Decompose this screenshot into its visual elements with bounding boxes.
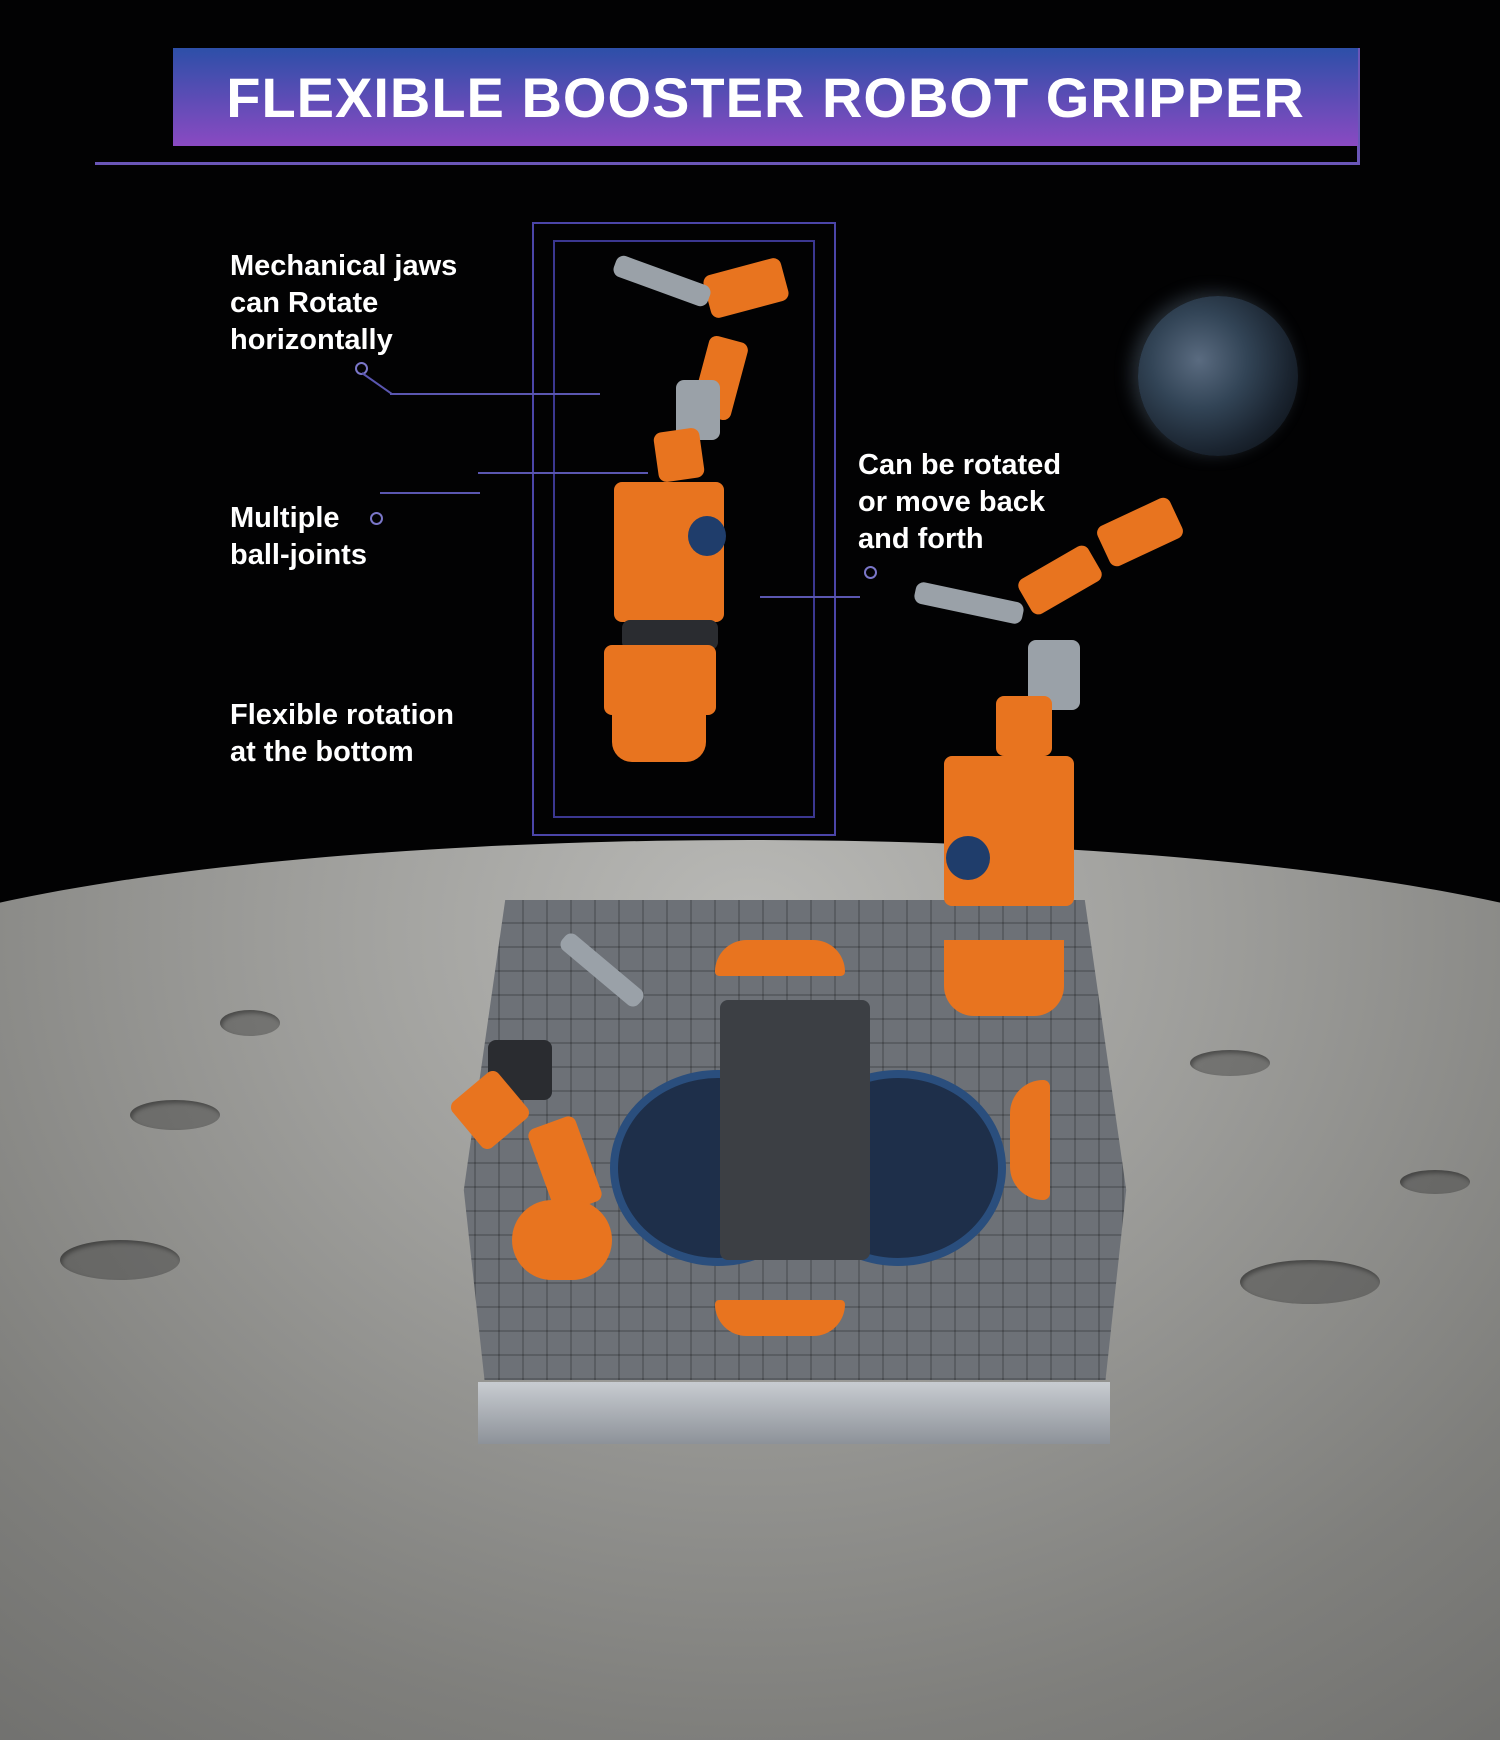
- callout-line: can Rotate: [230, 287, 379, 319]
- callout-line: Multiple: [230, 502, 340, 534]
- leader-line: [760, 596, 860, 598]
- space-background: [0, 0, 1500, 900]
- earth-planet: [1138, 296, 1298, 456]
- callout-dot-ball-joints: [370, 512, 383, 525]
- banner-fill: [173, 48, 1358, 146]
- center-tower: [720, 1000, 870, 1260]
- callout-line: at the bottom: [230, 736, 414, 768]
- callout-dot-rotate: [864, 566, 877, 579]
- banner-frame: [95, 48, 1360, 165]
- callout-mechanical-jaws: Mechanical jaws can Rotate horizontally: [230, 248, 457, 359]
- hud-inner-frame: [553, 240, 815, 818]
- lego-base-platform: [463, 900, 1127, 1380]
- callout-line: Mechanical jaws: [230, 250, 458, 282]
- banner-title: FLEXIBLE BOOSTER ROBOT GRIPPER: [226, 65, 1305, 129]
- title-banner: FLEXIBLE BOOSTER ROBOT GRIPPER: [95, 48, 1360, 165]
- callout-ball-joints: Multiple ball-joints: [230, 500, 367, 574]
- leader-line: [478, 472, 648, 474]
- leader-line: [380, 492, 480, 494]
- callout-line: and forth: [858, 523, 984, 555]
- callout-rotate-move: Can be rotated or move back and forth: [858, 447, 1061, 558]
- callout-line: ball-joints: [230, 539, 367, 571]
- hud-frame: [532, 222, 836, 836]
- base-front-panel: [478, 1382, 1110, 1444]
- callout-line: or move back: [858, 486, 1045, 518]
- callout-line: Can be rotated: [858, 449, 1062, 481]
- callout-line: Flexible rotation: [230, 699, 454, 731]
- callout-line: horizontally: [230, 324, 393, 356]
- callout-flexible-rotation: Flexible rotation at the bottom: [230, 697, 454, 771]
- leader-line: [390, 393, 600, 395]
